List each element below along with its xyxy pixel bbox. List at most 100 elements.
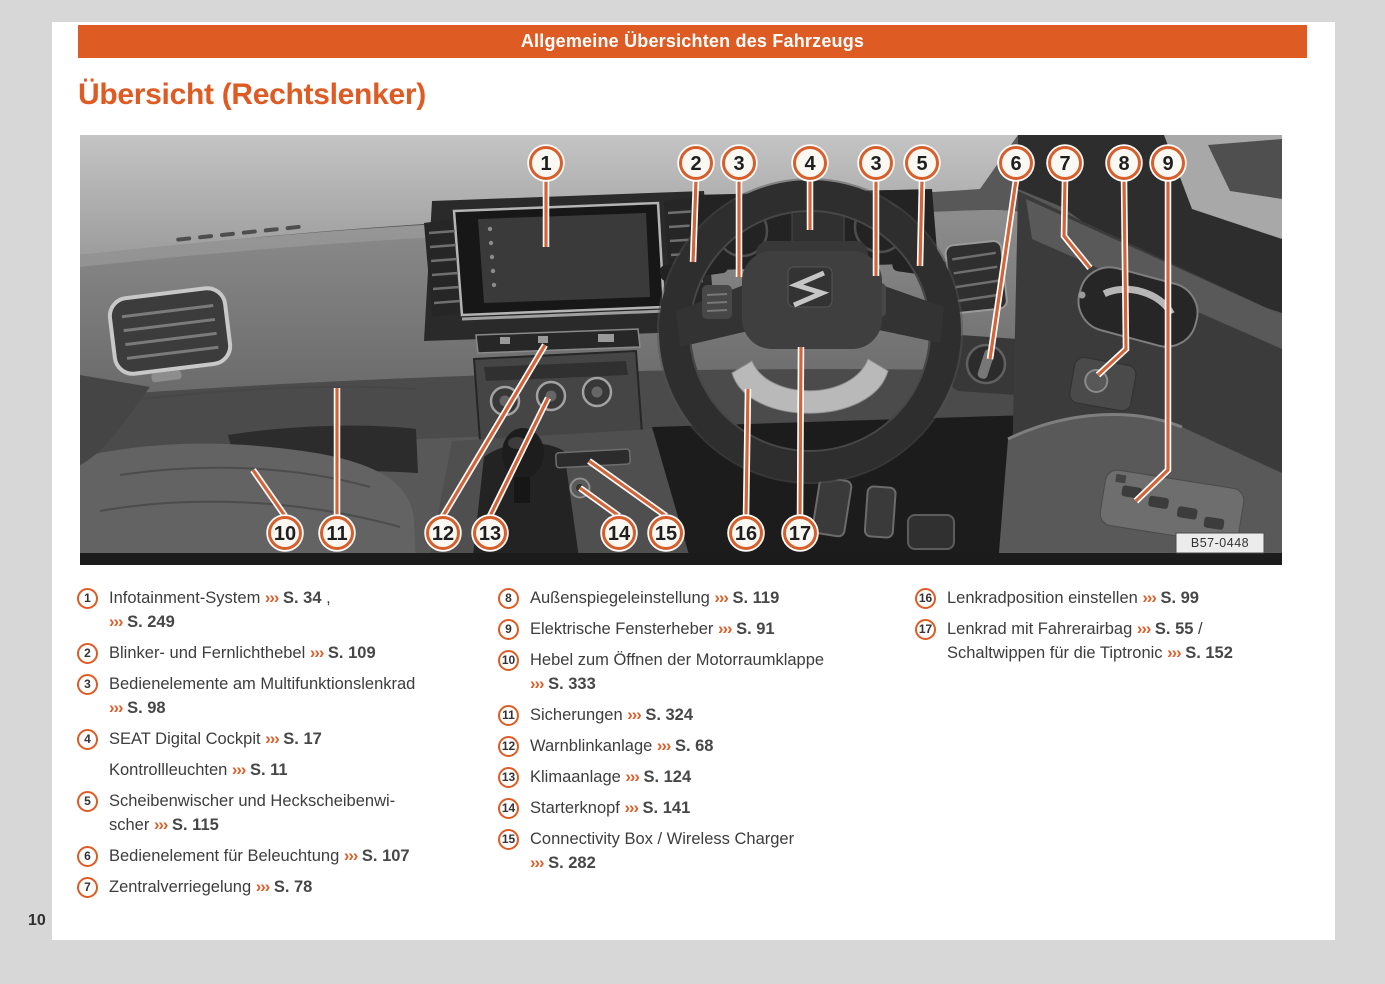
infotainment-screen [478,213,650,303]
callout-label: 17 [789,523,811,545]
callout-label: 15 [655,523,677,545]
legend-item-text: Lenkrad mit Fahrerairbag ››› S. 55 /Scha… [947,620,1233,662]
legend-item-text: Warnblinkanlage ››› S. 68 [530,737,714,755]
page-number: 10 [28,912,46,929]
legend-item-text: Zentralverriegelung ››› S. 78 [109,878,313,896]
legend-item-text: Starterknopf ››› S. 141 [530,799,691,817]
gear-stem [514,477,530,503]
legend-item-text: SEAT Digital Cockpit ››› S. 17 [109,730,322,748]
chapter-header-bar: Allgemeine Übersichten des Fahrzeugs [78,25,1307,58]
callout-17-17: 17 [781,346,819,552]
callout-1-0: 1 [527,144,565,247]
pedals [811,476,955,550]
legend-item-number: 8 [498,588,519,609]
callout-label: 10 [274,523,296,545]
chapter-header-text: Allgemeine Übersichten des Fahrzeugs [520,31,865,51]
side-mirror [1208,139,1282,199]
mirror-adjust-panel [1069,357,1137,412]
hazard-strip-glyphs [500,334,614,344]
legend-item-number: 5 [77,791,98,812]
callout-label: 14 [608,523,631,545]
legend-item-number: 3 [77,674,98,695]
legend-item-text: Hebel zum Öffnen der Motorraumklappe››› … [530,651,825,693]
floor-band [80,553,1282,565]
callout-15-15: 15 [587,458,685,552]
left-air-vent [107,286,233,383]
callout-label: 12 [432,523,454,545]
callout-label: 3 [733,153,744,175]
legend-item-number: 1 [77,588,98,609]
legend-item-text: Blinker- und Fernlichthebel ››› S. 109 [109,644,376,662]
legend-item-number: 7 [77,877,98,898]
seat-logo [788,270,830,308]
image-code-text: B57-0448 [1191,536,1249,550]
legend-item-text: Elektrische Fensterheber ››› S. 91 [530,620,775,638]
screen-left-vent-slats [428,229,461,305]
legend-item-1: 1 Infotainment-System ››› S. 34 ,››› S. 2… [77,586,487,634]
legend-item-17: 17 Lenkrad mit Fahrerairbag ››› S. 55 /Sc… [915,617,1320,665]
legend-item-number: 17 [915,619,936,640]
legend-item-number: 2 [77,643,98,664]
legend-column-3: 16 Lenkradposition einstellen ››› S. 99 17… [915,586,1320,672]
legend-item-number: 6 [77,846,98,867]
manual-page: Allgemeine Übersichten des Fahrzeugs Übe… [52,22,1335,940]
callout-9-9: 9 [1133,144,1187,504]
legend-item-14: 14 Starterknopf ››› S. 141 [498,796,898,820]
image-code-tag: B57-0448 [1175,532,1265,554]
legend-item-number: 12 [498,736,519,757]
callout-label: 9 [1162,153,1173,175]
callout-label: 11 [326,523,347,545]
callout-label: 7 [1059,153,1070,175]
page-title: Übersicht (Rechtslenker) [78,78,426,111]
legend-item-10: 10 Hebel zum Öffnen der Motorraumklappe››… [498,648,898,696]
steering-wheel [657,178,963,484]
callout-3-4: 3 [857,144,895,276]
callout-16-16: 16 [727,388,765,552]
climate-buttons [484,361,628,381]
legend-item-text: Lenkradposition einstellen ››› S. 99 [947,589,1199,607]
legend-item-text: Bedienelement für Beleuchtung ››› S. 107 [109,847,410,865]
legend-item-text: Infotainment-System ››› S. 34 ,››› S. 24… [109,589,331,631]
legend-item-text: Sicherungen ››› S. 324 [530,706,694,724]
screen-left-vent [424,219,460,317]
callout-label: 16 [735,523,757,545]
screen-icons [487,226,497,288]
callout-label: 4 [804,153,816,175]
legend-item-number: 11 [498,705,519,726]
legend-item-text: Klimaanlage ››› S. 124 [530,768,692,786]
callout-3-2: 3 [720,144,758,277]
seat-seam-2 [99,500,401,528]
callout-label: 2 [690,153,701,175]
callout-label: 5 [916,153,927,175]
legend-column-1: 1 Infotainment-System ››› S. 34 ,››› S. 2… [77,586,487,906]
window-switch-panel [1099,469,1245,545]
legend-item-number: 15 [498,829,519,850]
legend-item-number: 14 [498,798,519,819]
legend-item-text: Scheibenwischer und Heckscheibenwi-scher… [109,792,396,834]
callout-5-5: 5 [903,144,941,267]
callout-13-13: 13 [471,396,551,552]
callout-label: 6 [1010,153,1021,175]
legend-item-number: 10 [498,650,519,671]
legend-item-16: 16 Lenkradposition einstellen ››› S. 99 [915,586,1320,610]
legend-item-text: Kontrollleuchten ››› S. 11 [109,761,288,779]
legend-item-5: 5 Scheibenwischer und Heckscheibenwi-sche… [77,789,487,837]
callout-4-3: 4 [791,144,829,230]
callout-11-11: 11 [318,388,356,552]
wheel-chrome-spoke [731,358,889,414]
callout-8-8: 8 [1095,144,1143,378]
legend-item-7: 7 Zentralverriegelung ››› S. 78 [77,875,487,899]
defrost-vents [176,224,301,242]
chrome-trim [461,309,667,321]
legend-item-12: 12 Warnblinkanlage ››› S. 68 [498,734,898,758]
callout-10-10: 10 [250,468,304,552]
seat-side [80,375,150,465]
legend-item-number: 13 [498,767,519,788]
legend-item-11: 11 Sicherungen ››› S. 324 [498,703,898,727]
legend-item-number: 16 [915,588,936,609]
